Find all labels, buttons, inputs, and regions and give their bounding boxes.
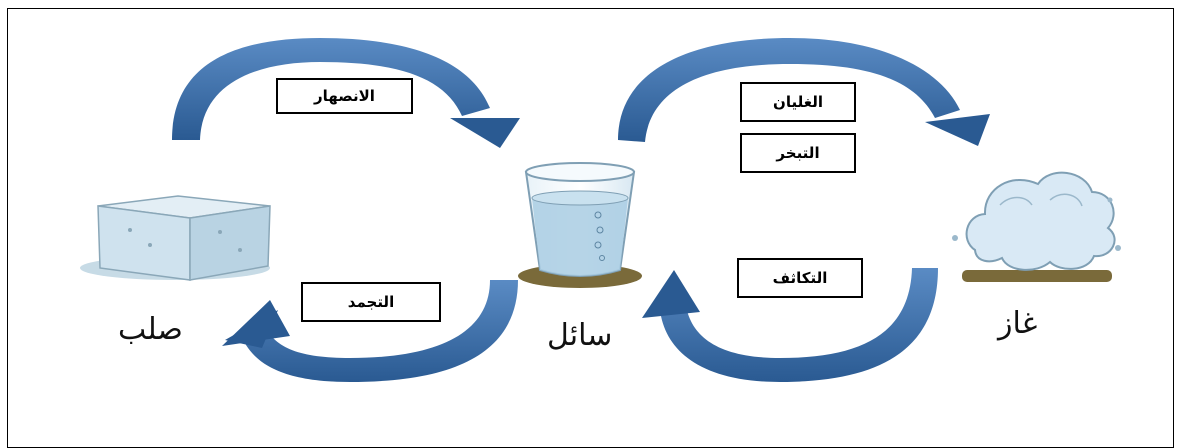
state-liquid: سائل	[547, 318, 613, 353]
label-melting: الانصهار	[276, 78, 413, 114]
state-gas: غاز	[998, 306, 1038, 341]
condensation-arrow	[642, 268, 938, 382]
glass-illustration	[518, 162, 642, 288]
ice-cube-illustration	[80, 195, 271, 281]
boiling-arrow	[618, 38, 990, 146]
vapor-cloud-illustration	[952, 171, 1121, 282]
label-boiling: الغليان	[740, 82, 856, 122]
freezing-arrow	[222, 280, 518, 382]
label-freezing: التجمد	[301, 282, 441, 322]
state-solid: صلب	[118, 312, 183, 347]
melting-arrow	[172, 38, 520, 148]
label-condensation: التكاثف	[737, 258, 863, 298]
label-evaporation: التبخر	[740, 133, 856, 173]
